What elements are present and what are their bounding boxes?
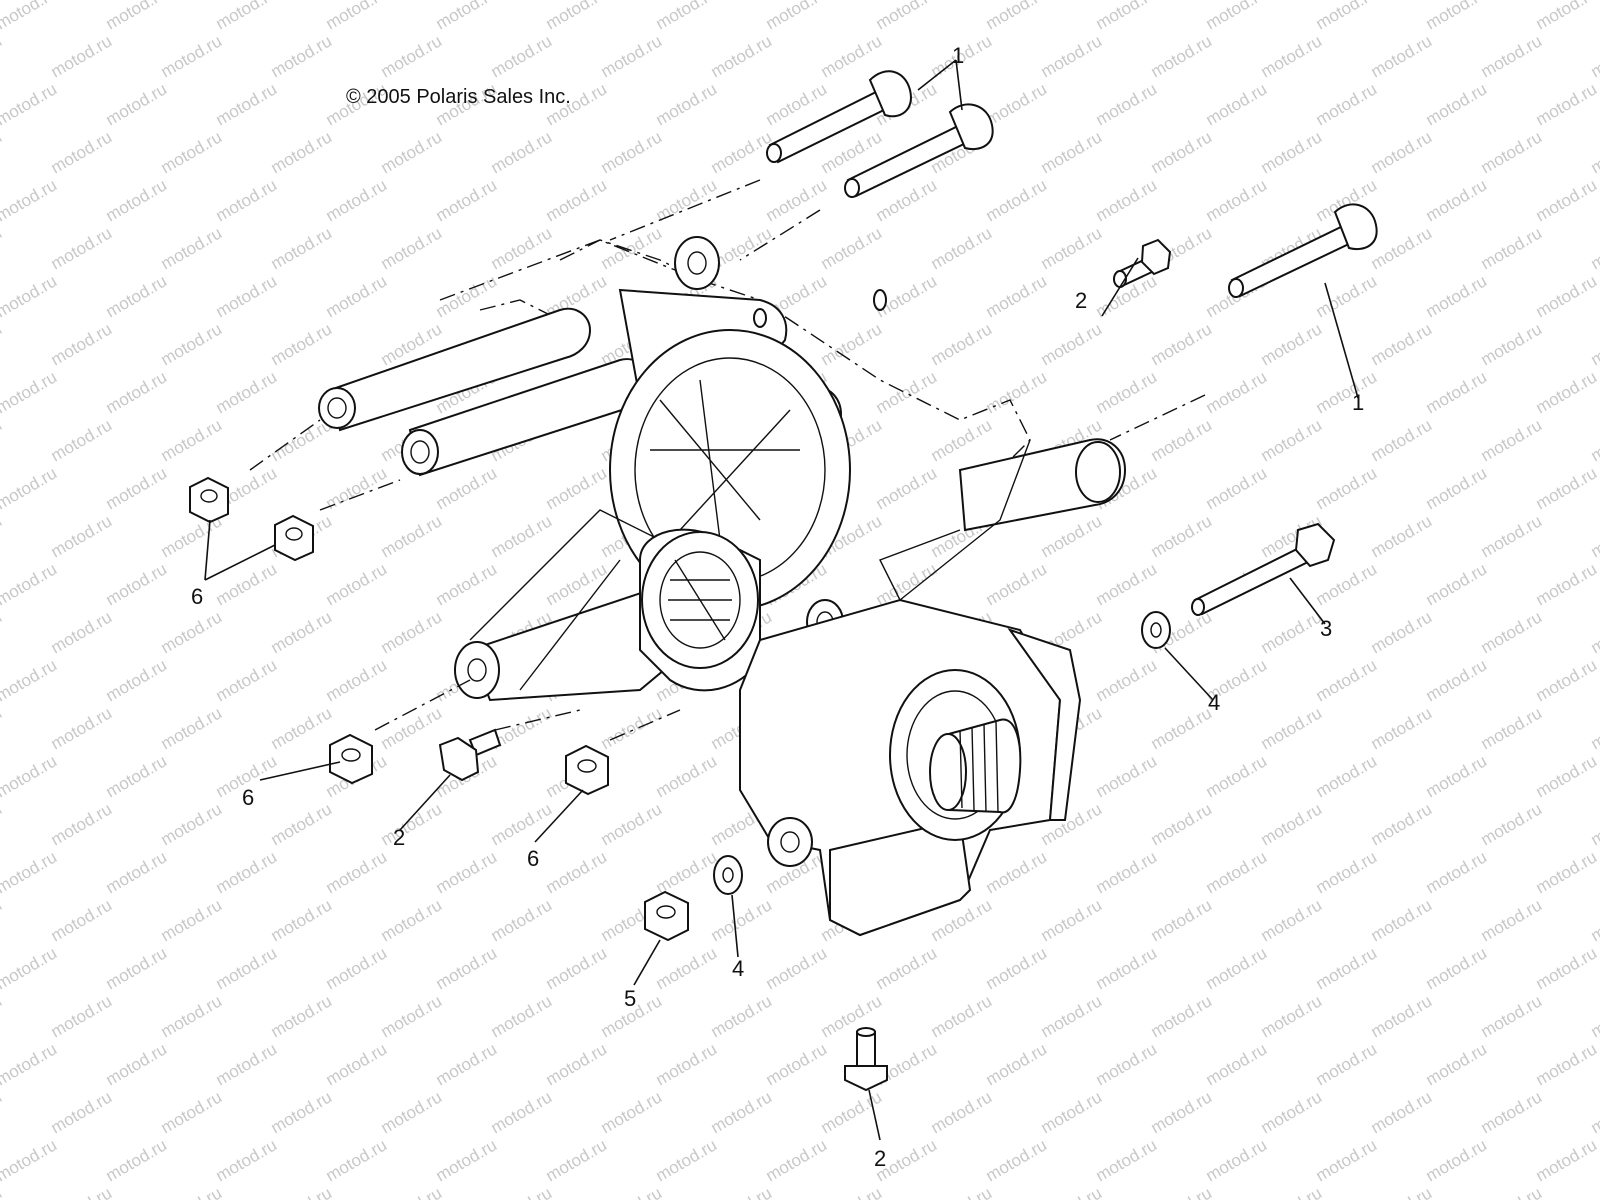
callout-6-upper-left: 6 [191, 584, 203, 609]
washer-right [1141, 611, 1171, 649]
callout-1-upper: 1 [952, 43, 964, 68]
bolt-short-bottom [844, 1027, 888, 1092]
callout-5: 5 [624, 986, 636, 1011]
gearcase-housing [318, 236, 1127, 937]
nut-5 [644, 890, 689, 942]
bolt-short-upper [1113, 238, 1172, 288]
callout-4-right: 4 [1208, 690, 1220, 715]
leader-lines [204, 59, 1359, 1141]
callout-1-right: 1 [1352, 390, 1364, 415]
assembly-center-lines [249, 179, 1206, 741]
bolt-long-upper-b [844, 103, 994, 198]
bolt-short-left [438, 728, 502, 782]
flange-nut-lower-left [329, 733, 373, 785]
callout-6-lower-left: 6 [242, 785, 254, 810]
flange-nut-lower-center [565, 744, 609, 796]
flange-nut-upper-left [189, 476, 229, 524]
callout-6-lower-center: 6 [527, 846, 539, 871]
bolt-medium [1191, 522, 1336, 616]
bolt-long-right [1228, 203, 1378, 298]
callout-3: 3 [1320, 616, 1332, 641]
callout-numbers: 1 1 2 2 2 3 4 4 5 6 6 6 [191, 43, 1364, 1171]
callout-4-lower: 4 [732, 956, 744, 981]
washer-lower [713, 855, 743, 895]
callout-2-upper: 2 [1075, 288, 1087, 313]
callout-2-left: 2 [393, 825, 405, 850]
bolt-long-upper-a [766, 70, 912, 164]
copyright-notice: © 2005 Polaris Sales Inc. [346, 86, 571, 108]
callout-2-bottom: 2 [874, 1146, 886, 1171]
flange-nut-upper-right [274, 514, 314, 562]
